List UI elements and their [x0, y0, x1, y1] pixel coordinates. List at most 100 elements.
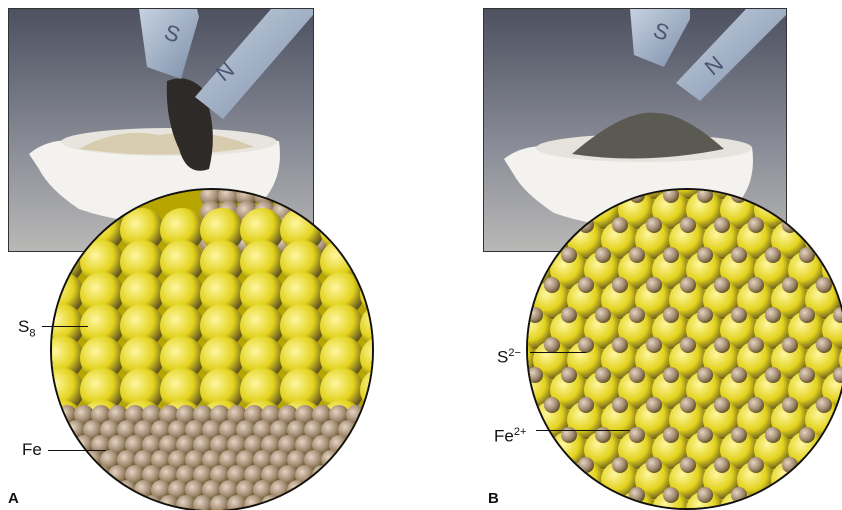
iron-atom — [142, 435, 162, 455]
molecular-view-sulfur-iron-mixture — [52, 190, 372, 510]
iron-ion — [799, 307, 815, 323]
sulfur-ion — [754, 431, 792, 469]
iron-atom — [312, 405, 332, 425]
iron-ion — [731, 307, 747, 323]
iron-atom — [210, 435, 230, 455]
leader-fe2-plus — [536, 430, 630, 431]
sulfur-ion — [652, 311, 690, 349]
iron-atom — [100, 450, 120, 470]
iron-atom — [363, 405, 372, 425]
iron-ion — [731, 367, 747, 383]
iron-atom — [304, 420, 324, 440]
iron-atom — [151, 420, 171, 440]
iron-atom — [74, 465, 94, 485]
iron-atom — [176, 405, 196, 425]
iron-ion — [697, 427, 713, 443]
iron-atom — [176, 495, 196, 510]
iron-atom — [362, 201, 372, 223]
sulfur-ion — [567, 341, 605, 379]
iron-atom — [355, 420, 372, 440]
iron-ion — [782, 337, 798, 353]
sulfur-atom — [240, 368, 284, 412]
sulfur-ion — [601, 341, 639, 379]
iron-ion — [765, 427, 781, 443]
sulfur-atom — [160, 368, 204, 412]
iron-ion — [799, 487, 815, 503]
iron-atom — [344, 190, 366, 207]
iron-atom — [57, 465, 77, 485]
iron-ion — [528, 487, 543, 503]
iron-atom — [278, 405, 298, 425]
sulfur-ion — [771, 341, 809, 379]
iron-ion — [765, 367, 781, 383]
iron-atom — [346, 465, 366, 485]
sulfur-atom — [240, 272, 284, 316]
iron-atom — [287, 450, 307, 470]
leader-fe — [48, 450, 106, 451]
iron-ion — [799, 190, 815, 203]
sulfur-ion — [567, 401, 605, 439]
sulfur-ion — [703, 281, 741, 319]
iron-atom — [295, 405, 315, 425]
sulfur-ion — [669, 461, 707, 499]
iron-atom — [227, 405, 247, 425]
sulfur-ion — [635, 401, 673, 439]
iron-ion — [748, 217, 764, 233]
sulfur-ion — [618, 251, 656, 289]
iron-ion — [748, 397, 764, 413]
iron-atom — [304, 480, 324, 500]
sulfur-ion — [584, 311, 622, 349]
sulfur-ion — [669, 281, 707, 319]
sulfur-ion — [528, 403, 537, 437]
iron-atom — [117, 420, 137, 440]
sulfur-ion — [771, 281, 809, 319]
sulfur-ion — [652, 251, 690, 289]
sulfur-ion — [601, 221, 639, 259]
iron-ion — [663, 307, 679, 323]
iron-ion — [816, 217, 832, 233]
sulfur-atom — [360, 210, 372, 250]
iron-ion — [561, 247, 577, 263]
sulfur-ion — [533, 341, 571, 379]
iron-atom — [326, 201, 348, 223]
sulfur-atom — [280, 304, 324, 348]
iron-ion — [595, 427, 611, 443]
iron-ion — [663, 190, 679, 203]
iron-atom — [261, 405, 281, 425]
iron-ion — [680, 337, 696, 353]
sulfur-atom — [200, 272, 244, 316]
sulfur-atom — [120, 304, 164, 348]
iron-atom — [321, 450, 341, 470]
iron-ion — [612, 277, 628, 293]
iron-atom — [312, 435, 332, 455]
sulfur-ion — [720, 431, 758, 469]
iron-ion — [629, 367, 645, 383]
iron-ion — [765, 247, 781, 263]
iron-ion — [731, 427, 747, 443]
sulfur-ion — [703, 461, 741, 499]
sulfur-atom — [80, 304, 124, 348]
iron-atom — [52, 465, 60, 485]
iron-atom — [227, 495, 247, 510]
sulfur-atom — [80, 240, 124, 284]
sulfur-ion — [601, 281, 639, 319]
iron-ion — [544, 457, 560, 473]
label-s2-minus: S2− — [497, 347, 521, 367]
iron-ion — [731, 487, 747, 503]
iron-atom — [287, 480, 307, 500]
iron-ion — [544, 337, 560, 353]
iron-atom — [66, 450, 86, 470]
sulfur-atom — [120, 336, 164, 380]
iron-atom — [193, 405, 213, 425]
iron-atom — [326, 217, 348, 239]
sulfur-ion — [754, 251, 792, 289]
iron-atom — [142, 465, 162, 485]
iron-atom — [159, 465, 179, 485]
iron-atom — [66, 480, 86, 500]
iron-ion — [544, 277, 560, 293]
iron-atom — [202, 420, 222, 440]
iron-atom — [287, 420, 307, 440]
sulfur-ion — [805, 461, 842, 499]
iron-ion — [799, 247, 815, 263]
iron-atom — [100, 420, 120, 440]
